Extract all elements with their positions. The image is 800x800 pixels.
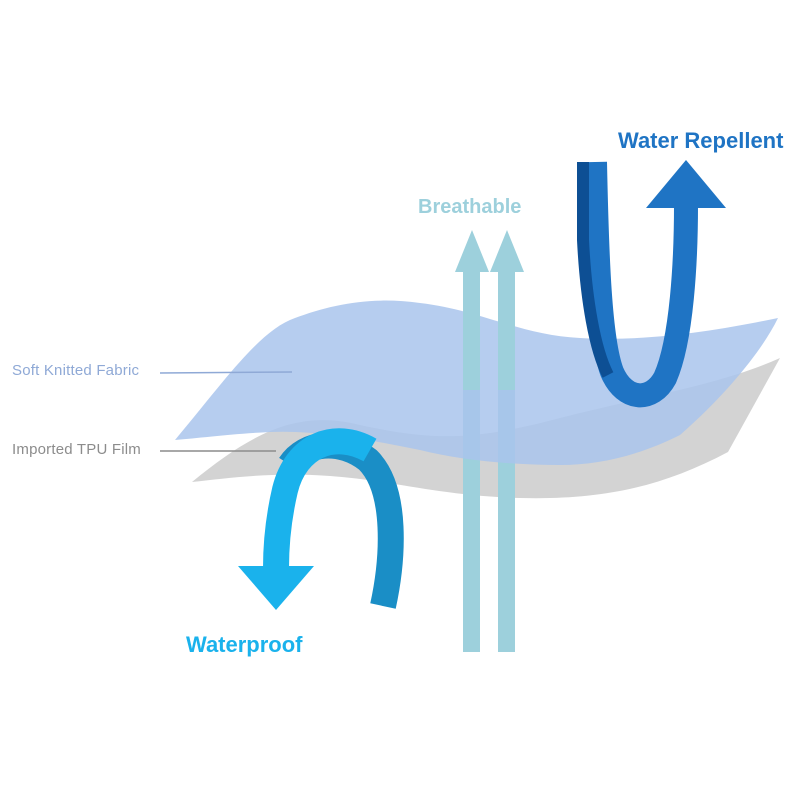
water-repellent-label: Water Repellent <box>618 128 784 153</box>
imported-tpu-film-label: Imported TPU Film <box>12 441 141 458</box>
waterproof-label: Waterproof <box>186 632 303 657</box>
waterproof-arrow <box>238 428 377 610</box>
water-repellent-arrow <box>577 160 726 408</box>
soft-knitted-fabric-label: Soft Knitted Fabric <box>12 362 140 379</box>
breathable-arrows-upper <box>455 230 524 390</box>
tpu-film-layer <box>192 358 780 499</box>
fabric-leader-line <box>159 371 293 374</box>
breathable-label: Breathable <box>418 196 522 218</box>
